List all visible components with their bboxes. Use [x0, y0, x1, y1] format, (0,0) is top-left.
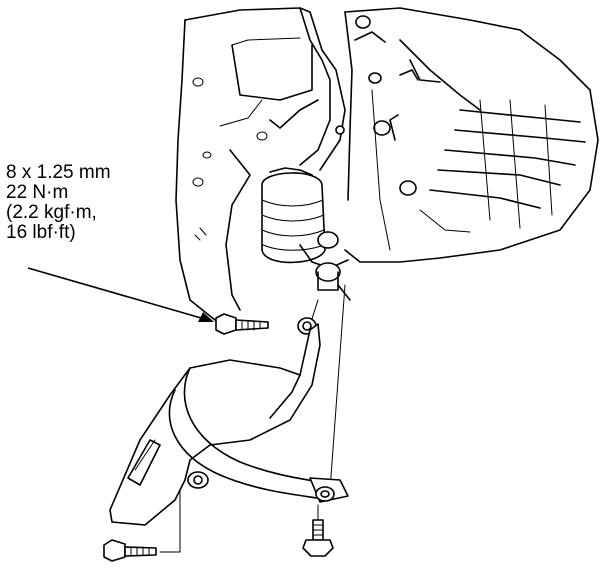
lower-center-bolt-icon	[302, 519, 334, 557]
torque-nm-label: 22 N·m	[6, 182, 69, 203]
bolt-size-label: 8 x 1.25 mm	[6, 162, 111, 183]
torque-lbfft-label: 16 lbf·ft)	[6, 222, 76, 243]
cv-boot-icon	[261, 167, 349, 269]
callout-arrow	[27, 267, 214, 322]
leader-line-trans	[371, 89, 391, 251]
torque-spec-callout: 8 x 1.25 mm 22 N·m (2.2 kgf·m, 16 lbf·ft…	[6, 163, 111, 243]
engine-block-icon	[175, 7, 346, 321]
leader-line-left	[159, 479, 181, 553]
lower-left-bolt-icon	[103, 539, 157, 562]
splash-shield-icon	[109, 323, 349, 526]
torque-kgfm-label: (2.2 kgf·m,	[6, 202, 97, 223]
upper-bolt-icon	[215, 313, 317, 335]
transmission-icon	[335, 7, 599, 263]
leader-line-right	[329, 284, 346, 491]
